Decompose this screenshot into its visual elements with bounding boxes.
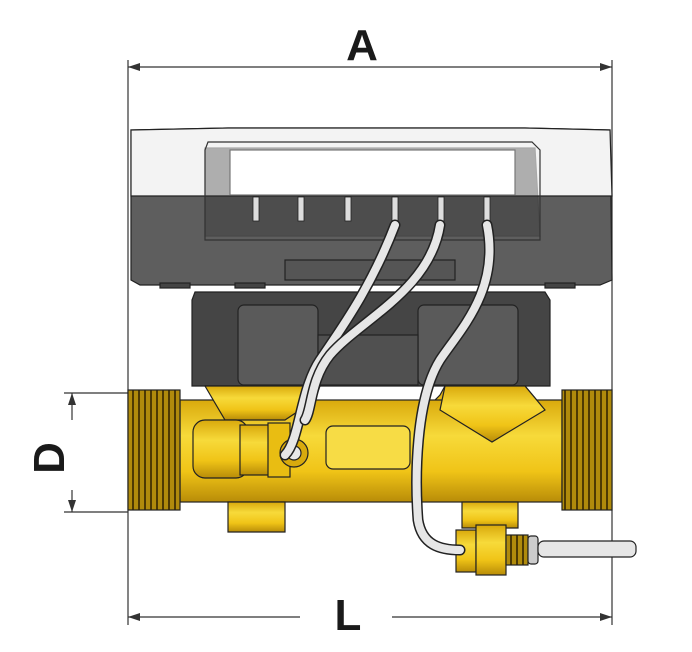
temperature-probe (455, 524, 637, 576)
sensor-cables (279, 219, 496, 556)
sensor-block (191, 291, 551, 387)
calculator-housing (130, 127, 613, 289)
right-thread (561, 389, 613, 511)
dimension-a-label: A (346, 21, 378, 70)
dimension-arrows (68, 63, 612, 621)
left-sensor-fitting (192, 419, 309, 479)
dimension-lines (64, 60, 613, 625)
dimension-d-label: D (25, 442, 74, 474)
bottom-boss-left (227, 501, 286, 533)
bottom-boss-right (461, 501, 519, 529)
dimension-l-label: L (335, 591, 362, 640)
left-thread (127, 389, 181, 511)
